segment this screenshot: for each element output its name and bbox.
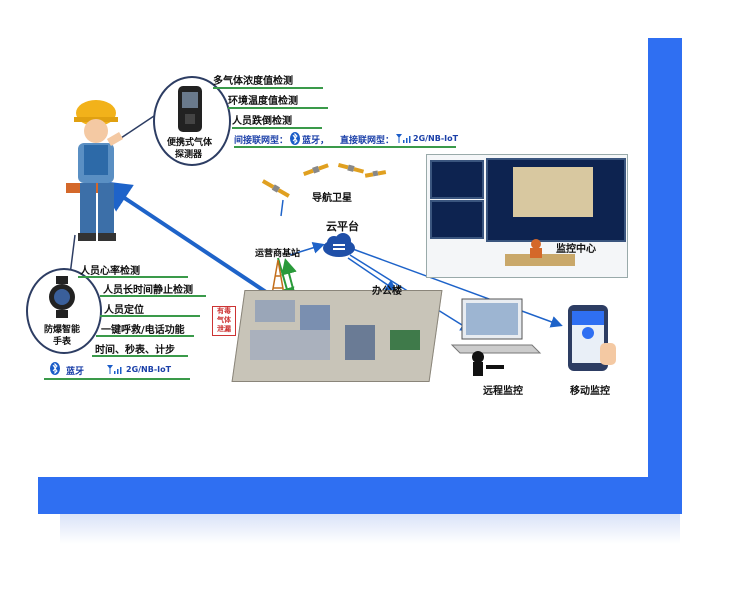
feature-underline (100, 315, 200, 317)
monitor-center-label: 监控中心 (556, 244, 596, 255)
watch-feature-2: 人员长时间静止检测 (103, 285, 193, 296)
blue-frame-side (648, 38, 682, 514)
cloud-label: 云平台 (326, 220, 359, 233)
plant-building (345, 325, 375, 360)
gas-leak-line2: 气体 (217, 316, 231, 324)
detector-name-2: 探测器 (175, 150, 203, 160)
bluetooth-icon (50, 362, 60, 375)
plant-building (390, 330, 420, 350)
feature-underline (232, 127, 322, 129)
feature-underline (92, 355, 188, 357)
detector-bluetooth: 蓝牙， (302, 136, 330, 146)
feature-underline (44, 378, 190, 380)
detector-feature-2: 环境温度值检测 (228, 96, 298, 107)
frame-shadow (60, 514, 680, 544)
plant-building (300, 305, 330, 333)
detector-network-direct: 直接联网型： (340, 136, 395, 146)
gas-leak-line1: 有毒 (217, 307, 231, 315)
cellular-signal-icon (396, 134, 411, 143)
watch-name-2: 手表 (53, 337, 72, 347)
satellite-label: 导航卫星 (312, 193, 352, 204)
monitor-screen (430, 160, 484, 199)
feature-underline (228, 107, 328, 109)
gas-leak-badge: 有毒 气体 泄漏 (212, 306, 236, 336)
detector-feature-1: 多气体浓度值检测 (213, 76, 293, 87)
cellular-signal-icon (107, 365, 122, 374)
map-thumbnail (513, 167, 593, 217)
watch-feature-1: 人员心率检测 (80, 266, 140, 277)
office-label: 办公楼 (372, 286, 402, 297)
operator-icon (530, 239, 542, 258)
watch-name-1: 防爆智能 (44, 325, 81, 335)
watch-feature-3: 人员定位 (104, 305, 144, 316)
detector-network-indirect: 间接联网型： (234, 136, 289, 146)
watch-bluetooth: 蓝牙 (66, 367, 85, 377)
phone-icon (568, 305, 616, 371)
smart-watch-icon (49, 276, 75, 318)
feature-underline (78, 276, 188, 278)
base-station-label: 运营商基站 (255, 249, 301, 259)
satellite-group (261, 162, 387, 217)
bluetooth-icon (290, 132, 300, 145)
mobile-monitoring-label: 移动监控 (570, 386, 610, 397)
feature-underline (213, 87, 323, 89)
detector-cellular: 2G/NB-IoT (413, 134, 459, 143)
plant-building (250, 330, 330, 360)
watch-feature-4: 一键呼救/电话功能 (101, 325, 185, 336)
feature-underline (96, 335, 194, 337)
monitor-screen (430, 200, 484, 239)
laptop-icon (450, 298, 542, 376)
feature-underline (234, 146, 456, 148)
gas-leak-line3: 泄漏 (217, 325, 231, 333)
gas-detector-icon (178, 86, 202, 132)
detector-name-1: 便携式气体 (167, 138, 213, 148)
detector-feature-3: 人员跌倒检测 (232, 116, 292, 127)
watch-cellular: 2G/NB-IoT (126, 365, 172, 374)
plant-building (255, 300, 295, 322)
worker-figure (66, 100, 124, 241)
feature-underline (100, 295, 206, 297)
base-station-tower-icon (270, 259, 286, 301)
desk (505, 254, 575, 266)
blue-frame-bottom (38, 477, 682, 514)
watch-feature-5: 时间、秒表、计步 (95, 345, 175, 356)
cloud-icon (323, 233, 355, 257)
remote-monitoring-label: 远程监控 (483, 386, 523, 397)
